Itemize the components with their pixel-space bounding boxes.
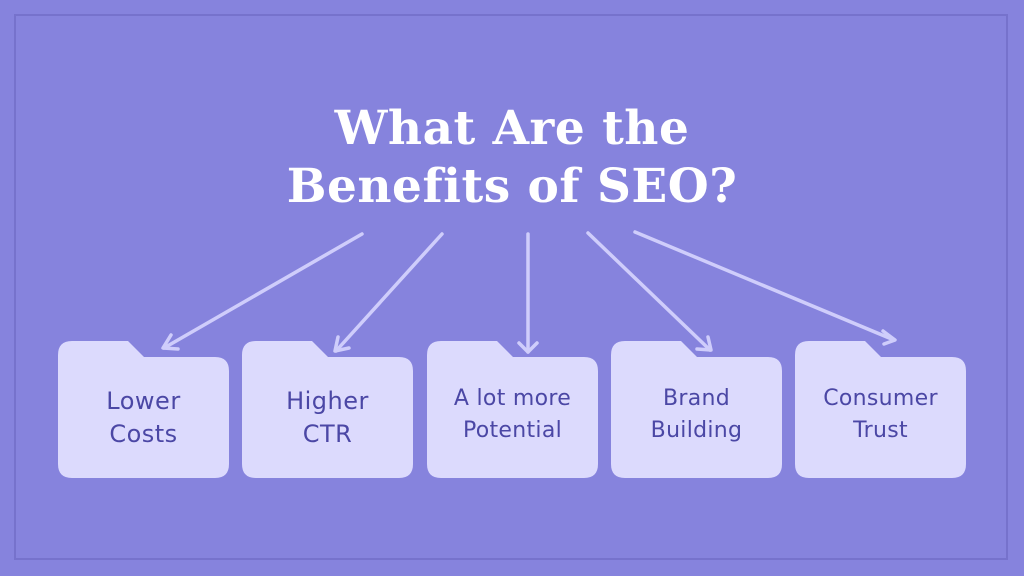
benefit-folder-lower-costs: Lower Costs: [58, 341, 229, 478]
arrow-icon-5: [633, 230, 897, 346]
benefit-folder-brand-building: Brand Building: [611, 341, 782, 478]
folder-icon: [58, 341, 229, 478]
arrow-icon-2: [333, 232, 444, 353]
folder-icon: [427, 341, 598, 478]
benefit-folder-higher-ctr: Higher CTR: [242, 341, 413, 478]
benefit-label: Higher CTR: [286, 386, 369, 448]
title-line-1: What Are the: [334, 101, 690, 156]
page-title: What Are the Benefits of SEO?: [0, 100, 1024, 216]
benefit-label: Lower Costs: [106, 386, 181, 448]
arrow-icon-1: [161, 232, 364, 351]
folder-icon: [242, 341, 413, 478]
title-line-2: Benefits of SEO?: [286, 159, 738, 214]
benefit-label: Brand Building: [650, 385, 743, 443]
folder-icon: [611, 341, 782, 478]
arrow-icon-3: [517, 232, 539, 354]
benefit-folder-more-potential: A lot more Potential: [427, 341, 598, 478]
benefit-label: A lot more Potential: [453, 385, 572, 443]
benefit-folder-consumer-trust: Consumer Trust: [795, 341, 966, 478]
benefit-label: Consumer Trust: [823, 385, 938, 443]
arrow-icon-4: [586, 231, 713, 352]
border-frame: [14, 14, 1008, 560]
folder-icon: [795, 341, 966, 478]
